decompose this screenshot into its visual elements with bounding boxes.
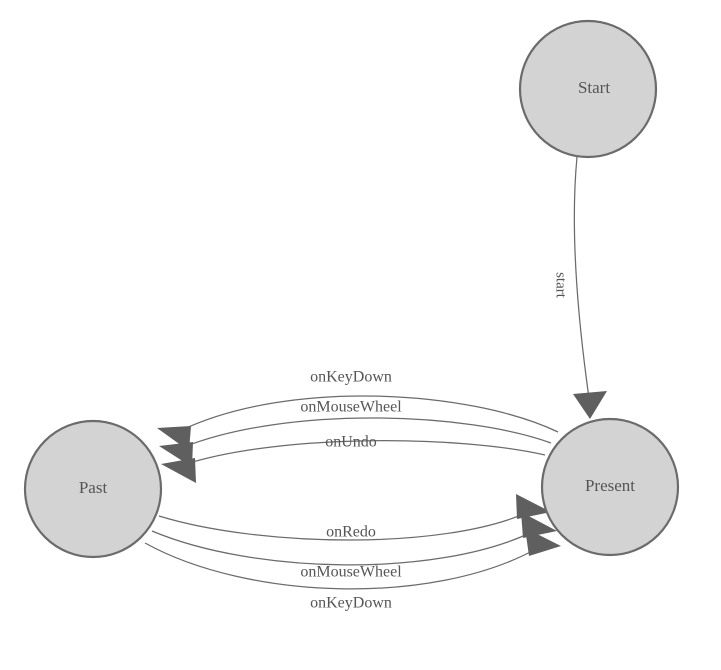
node-past-label: Past bbox=[79, 478, 108, 497]
arrowhead-past-present-onredo bbox=[516, 494, 551, 519]
arrowhead-start bbox=[573, 391, 607, 419]
node-present[interactable]: Present bbox=[540, 417, 680, 557]
edge-label-present-past-onkeydown: onKeyDown bbox=[310, 369, 392, 386]
edge-path-present-past-onundo bbox=[185, 440, 546, 465]
edge-path-start bbox=[573, 156, 590, 399]
node-start-label: Start bbox=[578, 78, 610, 97]
node-start[interactable]: Start bbox=[518, 19, 658, 159]
edge-path-present-past-onmousewheel bbox=[183, 417, 552, 448]
edge-path-past-present-onmousewheel bbox=[151, 530, 533, 566]
edge-start-to-present[interactable]: start bbox=[553, 156, 607, 419]
edge-label-past-present-onmousewheel: onMouseWheel bbox=[300, 564, 402, 581]
arrowhead-past-present-onkeydown bbox=[525, 528, 561, 556]
node-present-circle bbox=[540, 417, 680, 557]
edge-past-to-present-onredo[interactable]: onRedo bbox=[158, 494, 551, 541]
edge-path-present-past-onkeydown bbox=[181, 395, 559, 433]
edge-path-past-present-onredo bbox=[158, 512, 527, 541]
node-past[interactable]: Past bbox=[23, 419, 163, 559]
edge-present-to-past-onundo[interactable]: onUndo bbox=[161, 434, 546, 483]
node-present-label: Present bbox=[585, 476, 635, 495]
edge-label-present-past-onundo: onUndo bbox=[325, 434, 377, 451]
edge-label-past-present-onredo: onRedo bbox=[326, 524, 376, 541]
node-start-circle bbox=[518, 19, 658, 159]
edge-past-to-present-onkeydown[interactable]: onKeyDown bbox=[144, 528, 561, 612]
node-past-circle bbox=[23, 419, 163, 559]
edge-label-past-present-onkeydown: onKeyDown bbox=[310, 595, 392, 612]
edge-label-start: start bbox=[553, 272, 569, 299]
edge-path-past-present-onkeydown bbox=[144, 542, 537, 590]
edge-label-present-past-onmousewheel: onMouseWheel bbox=[300, 399, 402, 416]
arrowhead-present-past-onundo bbox=[161, 458, 196, 483]
